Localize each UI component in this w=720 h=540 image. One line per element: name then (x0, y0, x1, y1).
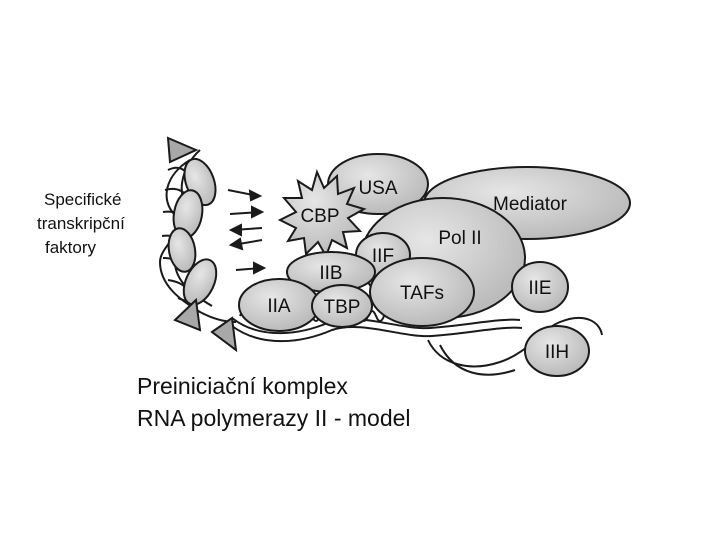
iia-label: IIA (267, 296, 291, 317)
cbp: CBP (277, 169, 367, 259)
iib-label: IIB (319, 263, 342, 284)
tafs-label: TAFs (400, 283, 444, 304)
iih: IIH (524, 325, 590, 377)
mediator-label: Mediator (493, 194, 568, 215)
iih-label: IIH (545, 342, 569, 363)
caption-line-2: RNA polymerazy II - model (137, 405, 411, 431)
tbp-label: TBP (324, 297, 361, 318)
cbp-label: CBP (300, 206, 339, 227)
iie: IIE (511, 261, 569, 313)
side-label-line-2: transkripční (37, 214, 125, 233)
iib: IIB (286, 251, 376, 293)
dna-end-triangles (166, 136, 238, 353)
side-label-line-1: Specifické (44, 190, 122, 209)
tbp: TBP (311, 284, 373, 328)
side-label-line-3: faktory (45, 238, 97, 257)
iif-label: IIF (372, 246, 394, 267)
usa-label: USA (358, 178, 397, 199)
pol-ii-label: Pol II (438, 228, 481, 249)
iie-label: IIE (528, 278, 551, 299)
activation-arrows (227, 189, 267, 275)
iia: IIA (238, 278, 320, 332)
caption-line-1: Preiniciační komplex (137, 373, 348, 399)
tafs: TAFs (369, 257, 475, 327)
specific-factor-ellipses (167, 157, 218, 306)
